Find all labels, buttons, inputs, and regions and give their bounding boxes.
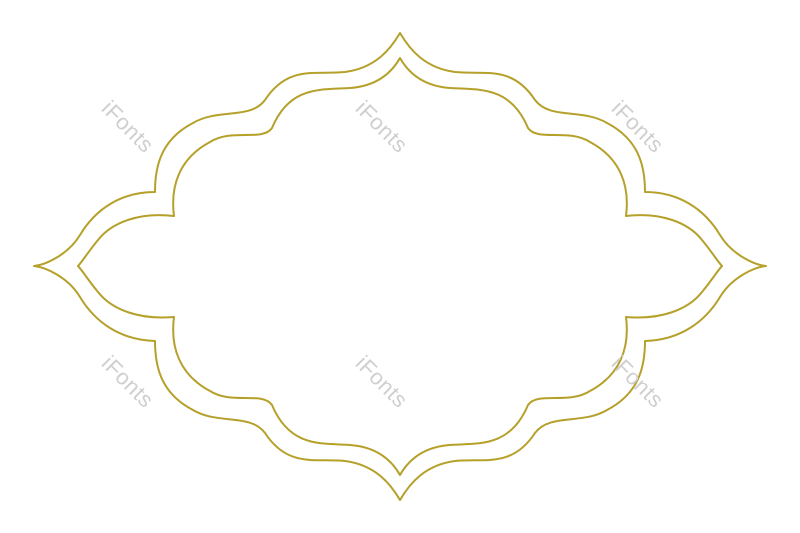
frame-inner-line [77, 57, 723, 476]
frame-outer-line [33, 32, 767, 501]
